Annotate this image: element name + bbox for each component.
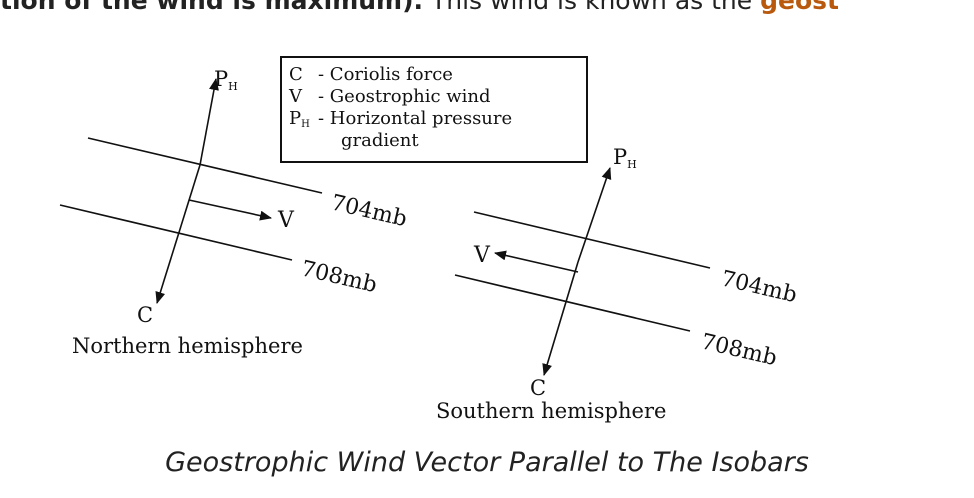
header-highlight-text: geost — [760, 0, 839, 15]
north-isobar-708-line — [59, 204, 293, 261]
north-704mb-label: 704mb — [329, 190, 410, 232]
legend-text-geostrophic: - Geostrophic wind — [318, 86, 491, 107]
legend-text-pressure: - Horizontal pressure — [318, 108, 512, 129]
legend-box — [280, 56, 588, 163]
south-pressure-arrow — [577, 167, 612, 263]
south-p-label: PH — [613, 145, 637, 171]
north-pressure-arrow — [199, 78, 219, 166]
south-v-label: V — [473, 243, 491, 268]
south-708mb-label: 708mb — [699, 329, 780, 371]
north-v-label: V — [277, 208, 295, 233]
north-coriolis-arrow — [155, 164, 201, 304]
south-wind-arrow — [494, 250, 579, 273]
legend-key-v: V — [288, 86, 303, 107]
south-704mb-label: 704mb — [719, 266, 800, 308]
south-c-label: C — [530, 376, 546, 400]
header-bold-text: tion of the wind is maximum). — [0, 0, 424, 15]
header-normal-text: This wind is known as the — [423, 0, 761, 15]
header-text-line: tion of the wind is maximum). This wind … — [0, 0, 974, 15]
south-hemisphere-title: Southern hemisphere — [436, 399, 666, 423]
legend-key-c: C — [289, 64, 303, 85]
south-isobar-704-line — [473, 211, 711, 269]
north-708mb-label: 708mb — [299, 256, 380, 298]
north-c-label: C — [137, 303, 153, 327]
legend-key-p: PH — [289, 108, 310, 130]
north-wind-arrow — [188, 199, 272, 221]
figure-caption: Geostrophic Wind Vector Parallel to The … — [165, 447, 809, 478]
legend-text-gradient: gradient — [341, 130, 419, 151]
legend-text-coriolis: - Coriolis force — [318, 64, 453, 85]
north-p-label: PH — [214, 67, 238, 93]
south-coriolis-arrow — [542, 261, 579, 376]
south-isobar-708-line — [454, 274, 691, 332]
north-hemisphere-title: Northern hemisphere — [72, 334, 303, 358]
north-isobar-704-line — [87, 137, 323, 194]
